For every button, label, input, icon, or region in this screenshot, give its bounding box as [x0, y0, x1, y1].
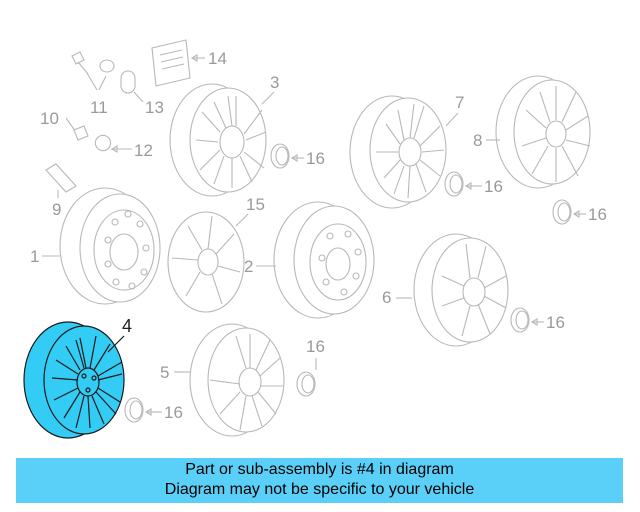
part-7-alloy-wheel[interactable] — [349, 95, 447, 209]
callout-14: 14 — [208, 49, 227, 68]
callout-13: 13 — [145, 98, 164, 117]
callout-4: 4 — [122, 316, 132, 336]
callout-15: 15 — [246, 195, 265, 214]
callout-11: 11 — [90, 98, 108, 117]
banner-line-1: Part or sub-assembly is #4 in diagram — [185, 461, 454, 478]
callout-6: 6 — [382, 288, 391, 307]
part-1-steel-wheel[interactable] — [59, 187, 161, 305]
callout-3: 3 — [270, 73, 279, 92]
part-12-nut[interactable] — [94, 134, 132, 153]
part-11-valve-stems[interactable] — [71, 51, 115, 91]
callout-8: 8 — [473, 131, 482, 150]
info-banner: Part or sub-assembly is #4 in diagram Di… — [16, 458, 623, 503]
part-2-steel-wheel[interactable] — [273, 201, 375, 319]
part-9-sensor[interactable] — [45, 163, 77, 198]
part-10-valve[interactable] — [65, 117, 89, 141]
part-8-alloy-wheel[interactable] — [495, 75, 591, 189]
callout-10: 10 — [40, 109, 59, 128]
callout-2: 2 — [244, 257, 253, 276]
part-16-center-cap-f[interactable] — [124, 397, 162, 423]
callout-5: 5 — [160, 363, 169, 382]
part-15-wheel-cover[interactable] — [167, 211, 245, 313]
part-16-center-cap-c[interactable] — [552, 199, 586, 225]
callout-16c: 16 — [588, 205, 607, 224]
callout-12: 12 — [134, 141, 153, 160]
banner-line-2: Diagram may not be specific to your vehi… — [164, 481, 475, 498]
part-16-center-cap-e[interactable] — [296, 358, 317, 397]
part-16-center-cap-d[interactable] — [510, 307, 544, 333]
part-16-center-cap-b[interactable] — [444, 171, 482, 197]
part-13-cap[interactable] — [120, 70, 144, 103]
callout-7: 7 — [455, 93, 464, 112]
callout-16a: 16 — [306, 149, 325, 168]
callout-16b: 16 — [484, 177, 503, 196]
callout-16f: 16 — [164, 403, 183, 422]
callout-16d: 16 — [546, 313, 565, 332]
part-5-alloy-wheel[interactable] — [189, 323, 285, 437]
part-4-highlighted-wheel[interactable] — [23, 321, 125, 439]
callout-16e: 16 — [306, 337, 325, 356]
part-16-center-cap-a[interactable] — [270, 143, 304, 169]
callout-1: 1 — [30, 247, 39, 266]
callout-9: 9 — [52, 200, 61, 219]
part-6-alloy-wheel[interactable] — [413, 233, 509, 347]
part-3-alloy-wheel[interactable] — [169, 83, 267, 197]
part-14-label-plate[interactable] — [151, 39, 205, 87]
